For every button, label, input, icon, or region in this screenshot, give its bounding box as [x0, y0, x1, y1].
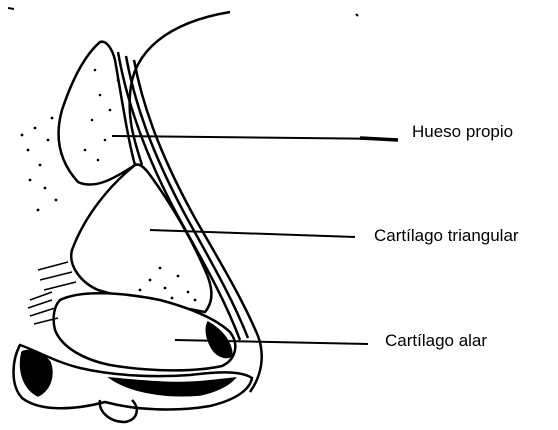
leader-line-hueso-propio-end: [360, 138, 398, 140]
leader-line-hueso-propio: [112, 136, 395, 139]
stray-mark: [356, 14, 358, 16]
label-cartilago-alar: Cartílago alar: [385, 331, 487, 351]
label-cartilago-triangular: Cartílago triangular: [374, 226, 519, 246]
stray-mark: [8, 8, 14, 9]
nasal-bone-shape: [59, 42, 135, 185]
label-hueso-propio: Hueso propio: [412, 122, 513, 142]
